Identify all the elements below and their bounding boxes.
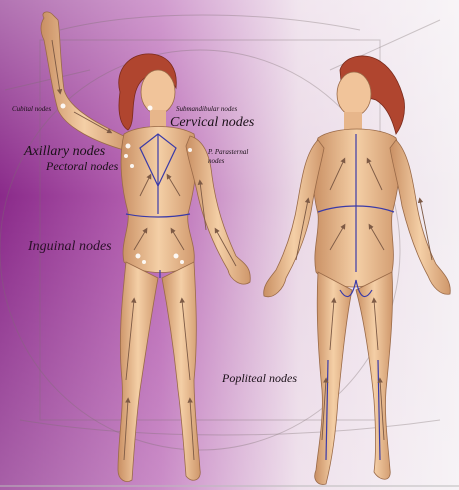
label-parasternal-nodes-line2: nodes [208, 158, 224, 165]
label-parasternal-nodes: P. Parasternal [208, 149, 248, 156]
label-popliteal-nodes: Popliteal nodes [222, 372, 297, 384]
label-pectoral-nodes: Pectoral nodes [46, 160, 118, 172]
label-axillary-nodes: Axillary nodes [24, 145, 105, 159]
label-cervical-nodes: Cervical nodes [170, 116, 254, 130]
label-submandibular-nodes: Submandibular nodes [176, 106, 237, 113]
label-inguinal-nodes: Inguinal nodes [28, 240, 112, 254]
front-torso [121, 127, 196, 273]
label-cubital-nodes: Cubital nodes [12, 106, 51, 113]
